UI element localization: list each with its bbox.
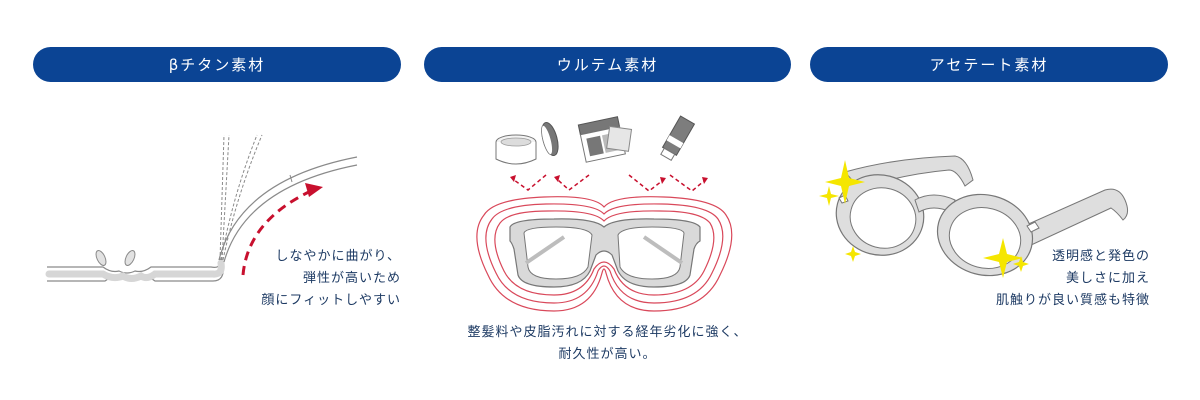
caption-line: 肌触りが良い質感も特徴 bbox=[995, 293, 1150, 308]
sparkle-icon bbox=[819, 160, 1029, 278]
sparkling-acetate-glasses-icon bbox=[819, 155, 1129, 278]
chemical-resistance-glasses-icon bbox=[476, 115, 733, 312]
tube-icon bbox=[660, 115, 696, 162]
section-title: アセテート素材 bbox=[929, 56, 1049, 74]
section-caption: 整髪料や皮脂汚れに対する経年劣化に強く、 耐久性が高い。 bbox=[424, 322, 791, 366]
caption-line: 顔にフィットしやすい bbox=[261, 293, 401, 308]
caption-line: 透明感と発色の bbox=[1051, 249, 1150, 264]
caption-line: しなやかに曲がり、 bbox=[275, 249, 401, 264]
section-caption: 透明感と発色の 美しさに加え 肌触りが良い質感も特徴 bbox=[996, 246, 1150, 312]
caption-line: 美しさに加え bbox=[1065, 271, 1150, 286]
section-caption: しなやかに曲がり、 弾性が高いため 顔にフィットしやすい bbox=[261, 246, 401, 312]
caption-line: 整髪料や皮脂汚れに対する経年劣化に強く、 bbox=[467, 325, 748, 340]
cosmetic-palette-icon bbox=[577, 116, 633, 163]
caption-line: 耐久性が高い。 bbox=[558, 347, 657, 362]
section-title: βチタン素材 bbox=[168, 56, 266, 74]
section-ultem: ウルテム素材 bbox=[424, 0, 791, 400]
caption-line: 弾性が高いため bbox=[302, 271, 401, 286]
cream-jar-icon bbox=[495, 121, 559, 165]
flexible-temple-bending-icon bbox=[45, 134, 358, 282]
section-title-pill: アセテート素材 bbox=[810, 47, 1168, 82]
section-acetate: アセテート素材 透明感と発色の 美しさに加え 肌触りが良い質感も特徴 bbox=[810, 0, 1168, 400]
section-title-pill: ウルテム素材 bbox=[424, 47, 791, 82]
section-beta-titanium: βチタン素材 しなやかに曲がり、 弾性が高いため 顔にフィットしやすい bbox=[33, 0, 401, 400]
section-title-pill: βチタン素材 bbox=[33, 47, 401, 82]
section-title: ウルテム素材 bbox=[556, 56, 659, 74]
